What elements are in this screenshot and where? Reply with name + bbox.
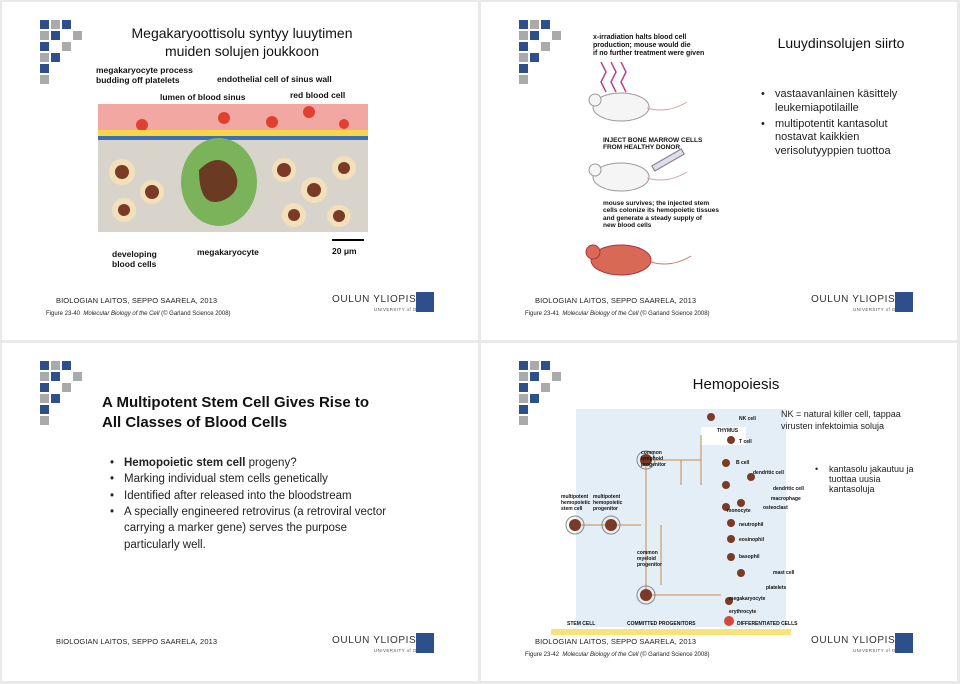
bullet-item: Hemopoietic stem cell progeny? [110, 455, 390, 472]
bullet-list: Hemopoietic stem cell progeny? Marking i… [110, 455, 390, 553]
figure-caption: Figure 23-42 Molecular Biology of the Ce… [525, 652, 710, 658]
footer-institution: BIOLOGIAN LAITOS, SEPPO SAARELA, 2013 [535, 296, 697, 305]
label-mast-cell: mast cell [773, 570, 795, 576]
university-logo [895, 633, 913, 653]
label-endothelial: endothelial cell of sinus wall [217, 74, 332, 84]
label-bar-committed: COMMITTED PROGENITORS [627, 621, 696, 627]
label-eosinophil: eosinophil [739, 537, 764, 543]
bullet-item: vastaavanlainen käsittely leukemiapotila… [761, 88, 931, 116]
bone-marrow-illustration [98, 104, 368, 241]
bullet-item: kantasolu jakautuu ja tuottaa uusia kant… [815, 464, 915, 495]
logo-mosaic [40, 361, 84, 435]
footer-university: OULUN YLIOPISTO [332, 635, 432, 646]
bullet-item: multipotentit kantasolut nostavat kaikki… [761, 118, 931, 159]
label-scale: 20 μm [332, 246, 357, 256]
footer-university-sub: UNIVERSITY of OULU [374, 648, 427, 653]
label-basophil: basophil [739, 554, 760, 560]
footer-university: OULUN YLIOPISTO [811, 294, 911, 305]
university-logo [416, 633, 434, 653]
nk-note: NK = natural killer cell, tappaa viruste… [781, 409, 901, 431]
label-inject: INJECT BONE MARROW CELLS FROM HEALTHY DO… [603, 137, 703, 152]
footer-university: OULUN YLIOPISTO [811, 635, 911, 646]
footer-university: OULUN YLIOPISTO [332, 294, 432, 305]
footer-university-sub: UNIVERSITY of OULU [374, 307, 427, 312]
bullet-item: Identified after released into the blood… [110, 488, 390, 505]
label-megakaryocyte: megakaryocyte [729, 596, 766, 602]
label-erythrocyte: erythrocyte [729, 609, 757, 615]
label-megakaryocyte: megakaryocyte [197, 247, 259, 257]
label-progenitor: multipotent hemopoietic progenitor [593, 494, 623, 512]
label-xray: x-irradiation halts blood cell productio… [593, 34, 705, 58]
label-bar-stem: STEM CELL [567, 621, 596, 627]
bullet-list: vastaavanlainen käsittely leukemiapotila… [761, 88, 931, 159]
label-t-cell: T cell [739, 439, 752, 445]
label-survive: mouse survives; the injected stem cells … [603, 200, 719, 230]
figure-caption: Figure 23-41 Molecular Biology of the Ce… [525, 311, 710, 317]
bullet-list: kantasolu jakautuu ja tuottaa uusia kant… [815, 464, 915, 495]
slide-megakaryocyte[interactable]: Megakaryoottisolu syntyy luuytimen muide… [2, 2, 478, 340]
label-b-cell: B cell [736, 460, 750, 466]
logo-mosaic [519, 361, 563, 435]
mouse-diagram [585, 62, 692, 276]
footer-university-sub: UNIVERSITY of OULU [853, 648, 906, 653]
slide-title: Megakaryoottisolu syntyy luuytimen muide… [131, 25, 353, 60]
label-platelets: platelets [766, 585, 787, 591]
label-developing: developing blood cells [112, 249, 157, 269]
footer-institution: BIOLOGIAN LAITOS, SEPPO SAARELA, 2013 [56, 637, 218, 646]
slide-title: Luuydinsolujen siirto [777, 35, 905, 51]
label-neutrophil: neutrophil [739, 522, 764, 528]
label-lumen: lumen of blood sinus [160, 92, 246, 102]
label-lymphoid: common lymphoid progenitor [641, 450, 666, 468]
label-osteoclast: osteoclast [763, 505, 788, 511]
label-myeloid: common myeloid progenitor [637, 550, 662, 568]
slide-hemopoiesis[interactable]: Hemopoiesis NK cell THYMUS T cell B cell… [481, 343, 957, 681]
label-monocyte: monocyte [727, 508, 751, 514]
logo-mosaic [40, 20, 84, 94]
footer-institution: BIOLOGIAN LAITOS, SEPPO SAARELA, 2013 [56, 296, 218, 305]
logo-mosaic [519, 20, 563, 94]
label-dendritic-1: dendritic cell [753, 470, 784, 476]
footer-university-sub: UNIVERSITY of OULU [853, 307, 906, 312]
slide-bone-marrow-transplant[interactable]: x-irradiation halts blood cell productio… [481, 2, 957, 340]
slide-title: A Multipotent Stem Cell Gives Rise to Al… [102, 394, 369, 432]
label-megakaryocyte-process: megakaryocyte process budding off platel… [96, 65, 193, 85]
label-macrophage: macrophage [771, 496, 801, 502]
bullet-item: A specially engineered retrovirus (a ret… [110, 504, 390, 553]
footer-institution: BIOLOGIAN LAITOS, SEPPO SAARELA, 2013 [535, 637, 697, 646]
label-bar-differentiated: DIFFERENTIATED CELLS [737, 621, 798, 627]
figure-caption: Figure 23-40 Molecular Biology of the Ce… [46, 311, 231, 317]
university-logo [895, 292, 913, 312]
label-nk-cell: NK cell [739, 416, 756, 422]
label-red-blood-cell: red blood cell [290, 90, 346, 100]
label-dendritic-2: dendritic cell [773, 486, 804, 492]
label-thymus: THYMUS [717, 428, 739, 434]
slide-multipotent-stem-cell[interactable]: A Multipotent Stem Cell Gives Rise to Al… [2, 343, 478, 681]
bullet-item: Marking individual stem cells geneticall… [110, 471, 390, 488]
university-logo [416, 292, 434, 312]
slide-title: Hemopoiesis [692, 376, 780, 393]
label-stem-cell: multipotent hemopoietic stem cell [561, 494, 591, 512]
hemopoiesis-diagram [551, 409, 791, 635]
